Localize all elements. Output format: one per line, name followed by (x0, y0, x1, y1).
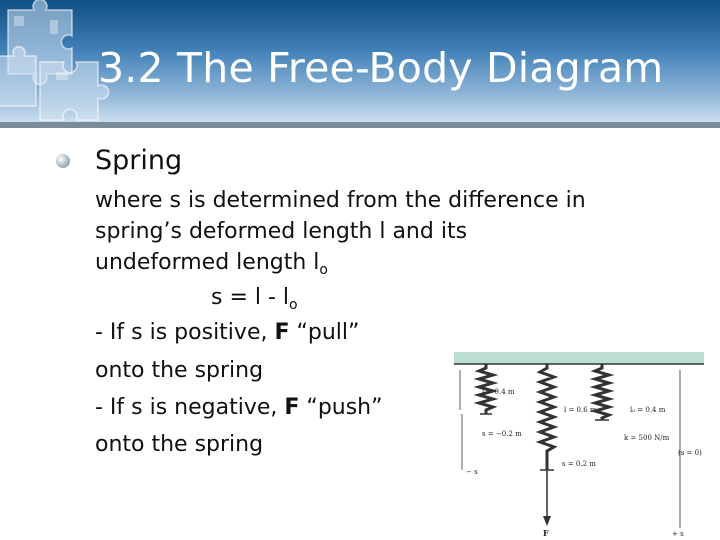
label-l-middle: l = 0.6 m (564, 406, 597, 414)
negative-case: - If s is negative, F “push” (95, 395, 383, 421)
label-zero: (s = 0) (678, 449, 702, 457)
spring-middle (535, 364, 559, 470)
text-line-3: undeformed length lo (95, 250, 328, 283)
header-divider (0, 122, 720, 128)
page-title: 3.2 The Free-Body Diagram (98, 44, 664, 92)
positive-case-suffix: “pull” (289, 320, 360, 345)
negative-case-suffix: “push” (299, 395, 383, 420)
label-force: F (543, 528, 549, 538)
spring-right (589, 364, 615, 420)
text-line-3-sub: o (319, 262, 328, 278)
label-s-negative: s = −0.2 m (482, 430, 522, 438)
text-line-1: where s is determined from the differenc… (95, 188, 586, 213)
bullet-icon (56, 154, 70, 168)
label-k: k = 500 N/m (624, 434, 670, 442)
positive-case-continued: onto the spring (95, 358, 264, 383)
bullet-spring: Spring (95, 145, 183, 176)
label-s-positive: s = 0.2 m (562, 460, 596, 468)
negative-case-continued: onto the spring (95, 432, 264, 457)
spring-figure: l = 0.4 m s = −0.2 m − s F l = 0.6 m s =… (454, 352, 704, 538)
force-arrow-head-icon (543, 516, 551, 526)
spring-equation: s = l - lo (211, 285, 298, 318)
text-line-3-main: undeformed length l (95, 250, 320, 275)
positive-case-prefix: - If s is positive, (95, 320, 275, 345)
label-plus-s: + s (672, 530, 684, 538)
label-l0: l₀ = 0.4 m (630, 406, 666, 414)
positive-case-force: F (274, 320, 290, 345)
negative-case-prefix: - If s is negative, (95, 395, 285, 420)
positive-case: - If s is positive, F “pull” (95, 320, 359, 346)
label-minus-s: − s (466, 468, 478, 476)
equation-main: s = l - l (211, 285, 290, 310)
puzzle-pieces-icon (0, 0, 110, 121)
label-l-left: l = 0.4 m (482, 388, 515, 396)
text-line-2: spring’s deformed length l and its (95, 219, 468, 244)
title-banner: 3.2 The Free-Body Diagram (0, 0, 720, 128)
equation-sub: o (289, 297, 298, 313)
spring-left (473, 364, 499, 414)
ceiling-hatch (454, 352, 704, 364)
negative-case-force: F (284, 395, 300, 420)
